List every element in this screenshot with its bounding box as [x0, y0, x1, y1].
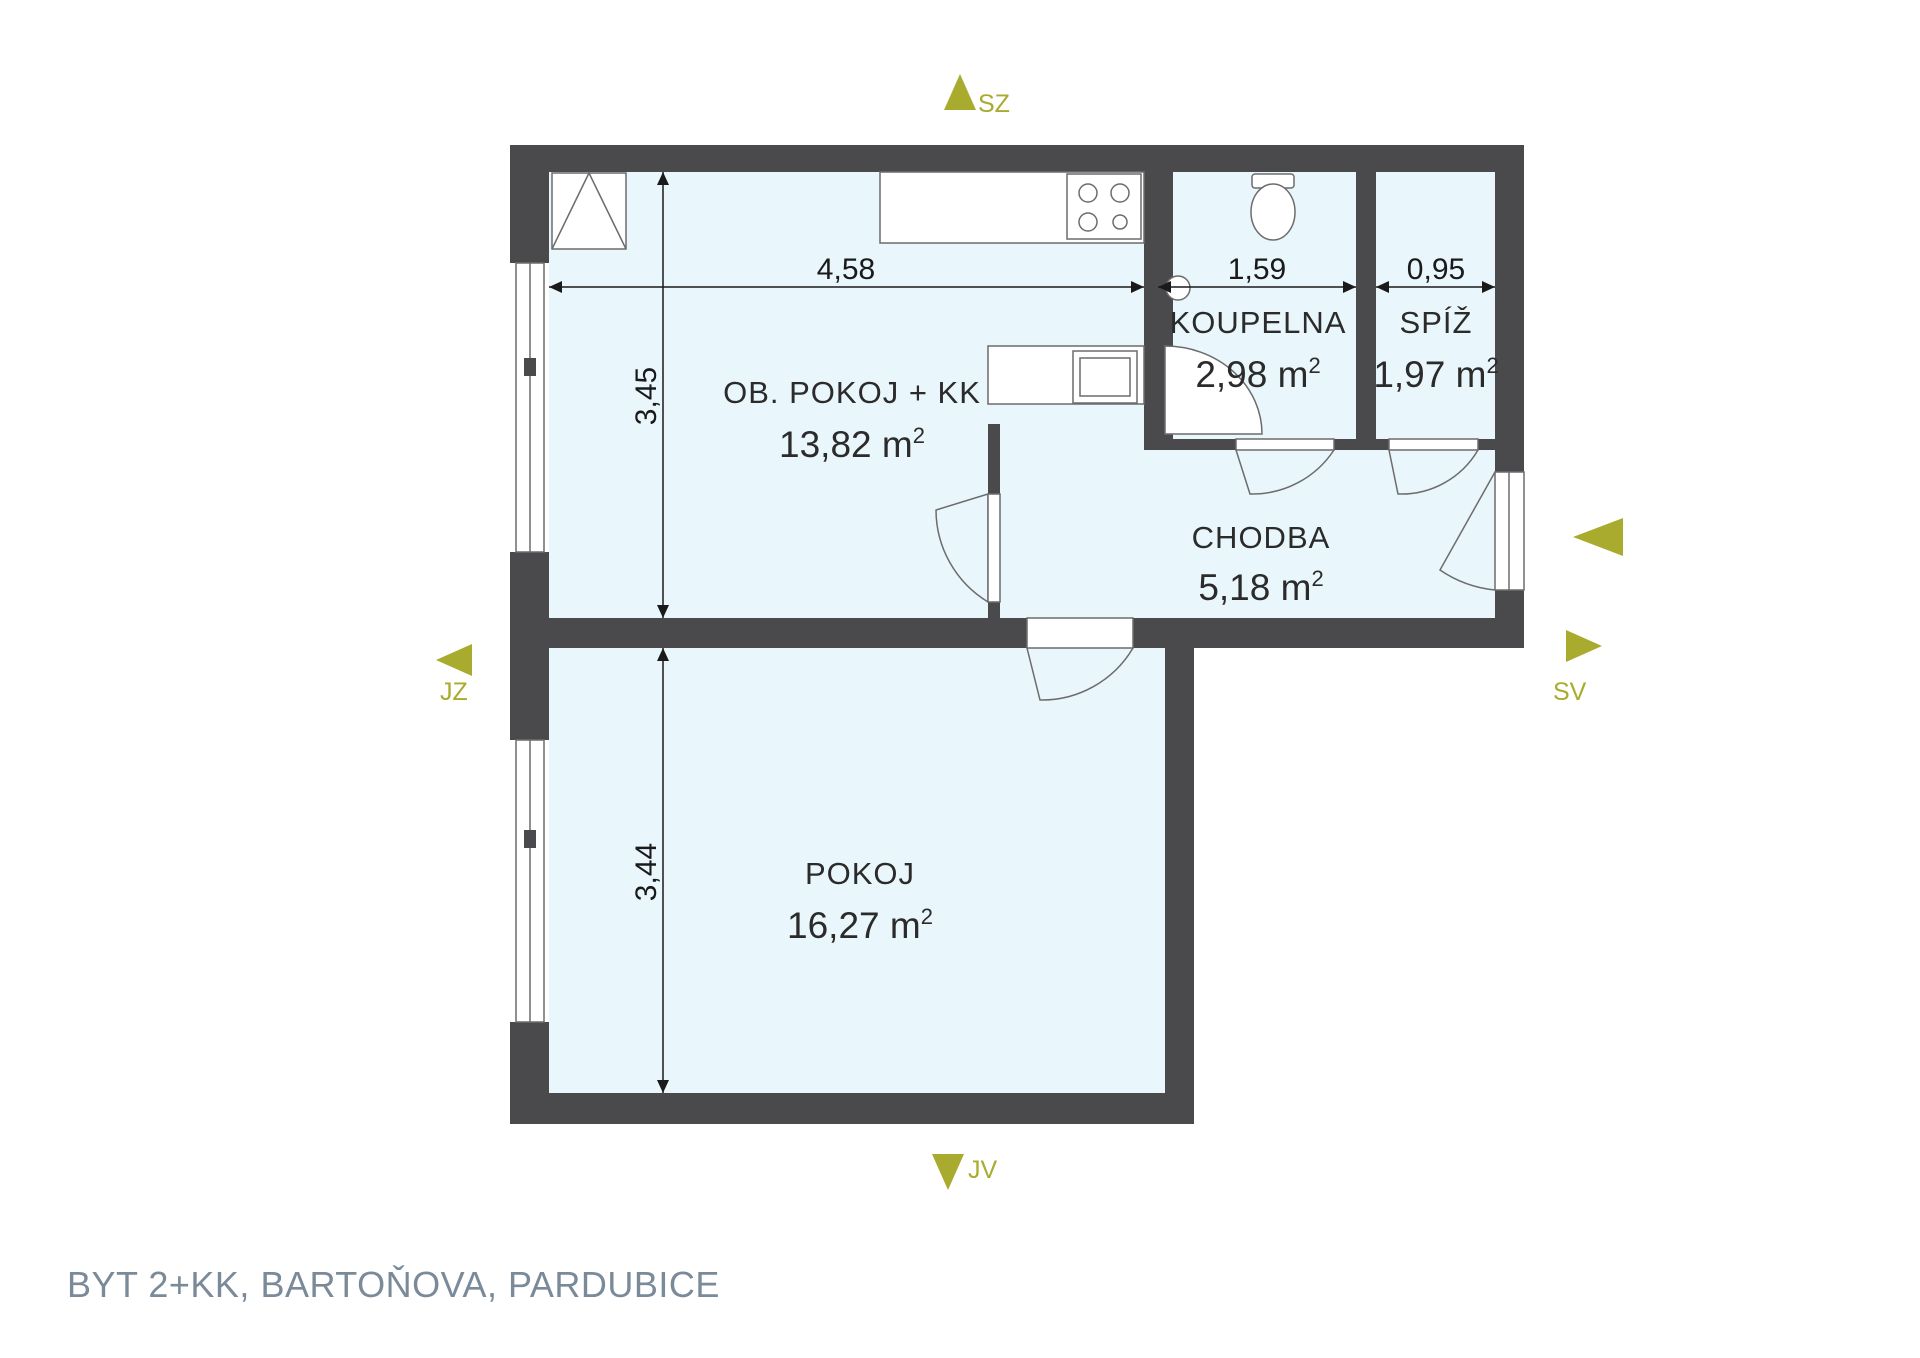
room-name-pantry: SPÍŽ [1400, 305, 1473, 340]
floor-pantry [1376, 172, 1495, 439]
room-area-hallway: 5,18 m2 [1198, 566, 1323, 608]
door-entrance [1439, 471, 1496, 591]
door-bathroom [1235, 449, 1335, 495]
fridge [551, 172, 627, 250]
compass-south-arrow-icon [932, 1154, 964, 1190]
room-area-bathroom: 2,98 m2 [1195, 353, 1320, 395]
plan-caption: BYT 2+KK, BARTOŇOVA, PARDUBICE [67, 1264, 720, 1305]
door-pantry [1388, 449, 1479, 495]
room-name-living: OB. POKOJ + KK [723, 375, 981, 410]
compass-entrance-arrow-icon [1573, 518, 1623, 556]
compass-east-label: SV [1553, 678, 1587, 706]
compass-south-label: JV [968, 1156, 998, 1184]
floor-hallway [1000, 450, 1495, 618]
room-name-room: POKOJ [805, 856, 915, 891]
dim-width-bathroom: 1,59 [1228, 253, 1286, 286]
dim-height-living: 3,45 [630, 367, 663, 425]
floor-room [549, 648, 1165, 1093]
doors [935, 438, 1525, 701]
windows [515, 262, 545, 1023]
room-name-hallway: CHODBA [1192, 520, 1331, 555]
dimension-lines [549, 172, 1495, 1093]
stove [1066, 173, 1142, 240]
compass-west-arrow-icon [436, 644, 472, 676]
dim-width-living: 4,58 [817, 253, 875, 286]
room-area-pantry: 1,97 m2 [1373, 353, 1498, 395]
fixtures [551, 171, 1296, 435]
shower-corner [1164, 345, 1263, 435]
compass-east-arrow-icon [1566, 630, 1602, 662]
compass-north-label: SZ [978, 90, 1010, 118]
room-area-room: 16,27 m2 [787, 904, 933, 946]
dim-height-room: 3,44 [630, 843, 663, 901]
room-name-bathroom: KOUPELNA [1170, 305, 1347, 340]
walls [510, 145, 1524, 1124]
room-area-living: 13,82 m2 [779, 423, 925, 465]
toilet [1250, 173, 1296, 241]
compass-west-label: JZ [440, 678, 468, 706]
door-room [1026, 647, 1134, 701]
dim-width-pantry: 0,95 [1407, 253, 1465, 286]
compass-north-arrow-icon [944, 74, 976, 110]
